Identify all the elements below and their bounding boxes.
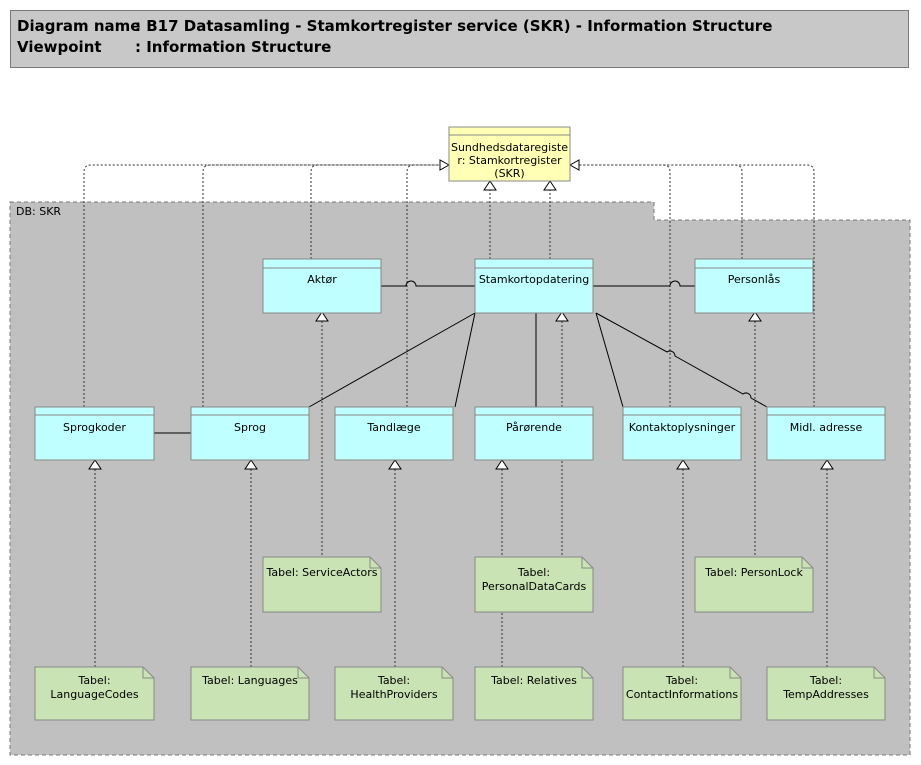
entity-sprog[interactable]: Sprog xyxy=(190,406,310,461)
diagram-name-label: Diagram name xyxy=(17,17,141,35)
entity-sprogkoder[interactable]: Sprogkoder xyxy=(34,406,155,461)
entity-label: Sprog xyxy=(234,421,266,434)
artifact-service-actors[interactable]: Tabel: ServiceActors xyxy=(262,556,382,613)
artifact-contact-informations[interactable]: Tabel: ContactInformations xyxy=(622,666,742,721)
artifact-label-line2: HealthProviders xyxy=(350,688,437,701)
artifact-label-line1: Tabel: xyxy=(665,674,698,687)
artifact-label-line2: LanguageCodes xyxy=(50,688,138,701)
entity-label-line3: (SKR) xyxy=(494,167,524,180)
artifact-label-line1: Tabel: xyxy=(517,566,550,579)
diagram-name-row: Diagram name: B17 Datasamling - Stamkort… xyxy=(17,17,772,35)
entity-label: Tandlæge xyxy=(366,421,420,434)
artifact-languages[interactable]: Tabel: Languages xyxy=(190,666,310,721)
viewpoint-row: Viewpoint : Information Structure xyxy=(17,38,331,56)
artifact-relatives[interactable]: Tabel: Relatives xyxy=(474,666,594,721)
entity-label: Pårørende xyxy=(506,421,562,434)
entity-label-line2: r: Stamkortregister xyxy=(457,154,562,167)
entity-label: Sprogkoder xyxy=(63,421,126,434)
artifact-personal-data-cards[interactable]: Tabel: PersonalDataCards xyxy=(474,556,594,613)
artifact-label: Tabel: PersonLock xyxy=(704,566,803,579)
viewpoint-label: Viewpoint xyxy=(17,38,102,56)
entity-label: Midl. adresse xyxy=(790,421,863,434)
entity-parorende[interactable]: Pårørende xyxy=(474,406,594,461)
diagram-header: Diagram name: B17 Datasamling - Stamkort… xyxy=(10,10,909,68)
entity-aktor[interactable]: Aktør xyxy=(262,258,382,314)
diagram-name-value: : B17 Datasamling - Stamkortregister ser… xyxy=(135,17,773,35)
artifact-label-line1: Tabel: xyxy=(809,674,842,687)
artifact-label: Tabel: Relatives xyxy=(490,674,577,687)
artifact-label-line2: TempAddresses xyxy=(782,688,869,701)
artifact-label-line2: ContactInformations xyxy=(626,688,738,701)
entity-label: Aktør xyxy=(307,273,337,286)
entity-midl-adresse[interactable]: Midl. adresse xyxy=(766,406,886,461)
entity-sundhedsdataregister[interactable]: Sundhedsdataregiste r: Stamkortregister … xyxy=(448,126,571,182)
artifact-label: Tabel: ServiceActors xyxy=(266,566,378,579)
entity-label-line1: Sundhedsdataregiste xyxy=(451,141,568,154)
artifact-person-lock[interactable]: Tabel: PersonLock xyxy=(694,556,814,613)
artifact-label: Tabel: Languages xyxy=(201,674,298,687)
realization-connectors xyxy=(83,164,815,407)
artifact-connectors xyxy=(94,321,828,667)
artifact-language-codes[interactable]: Tabel: LanguageCodes xyxy=(34,666,155,721)
group-db-skr[interactable]: DB: SKR xyxy=(9,201,911,756)
association-lines xyxy=(154,280,768,434)
artifact-temp-addresses[interactable]: Tabel: TempAddresses xyxy=(766,666,886,721)
viewpoint-value: : Information Structure xyxy=(135,38,332,56)
entity-label: Personlås xyxy=(728,273,781,286)
entity-personlas[interactable]: Personlås xyxy=(694,258,814,314)
entity-tandlaege[interactable]: Tandlæge xyxy=(334,406,454,461)
group-label: DB: SKR xyxy=(16,205,61,218)
artifact-label-line1: Tabel: xyxy=(377,674,410,687)
artifact-label-line2: PersonalDataCards xyxy=(482,580,587,593)
entity-label: Kontaktoplysninger xyxy=(629,421,736,434)
artifact-label-line1: Tabel: xyxy=(77,674,110,687)
entity-label: Stamkortopdatering xyxy=(479,273,589,286)
entity-stamkortopdatering[interactable]: Stamkortopdatering xyxy=(474,258,594,314)
artifact-health-providers[interactable]: Tabel: HealthProviders xyxy=(334,666,454,721)
arrowheads xyxy=(88,159,834,470)
entity-kontaktoplysninger[interactable]: Kontaktoplysninger xyxy=(622,406,742,461)
